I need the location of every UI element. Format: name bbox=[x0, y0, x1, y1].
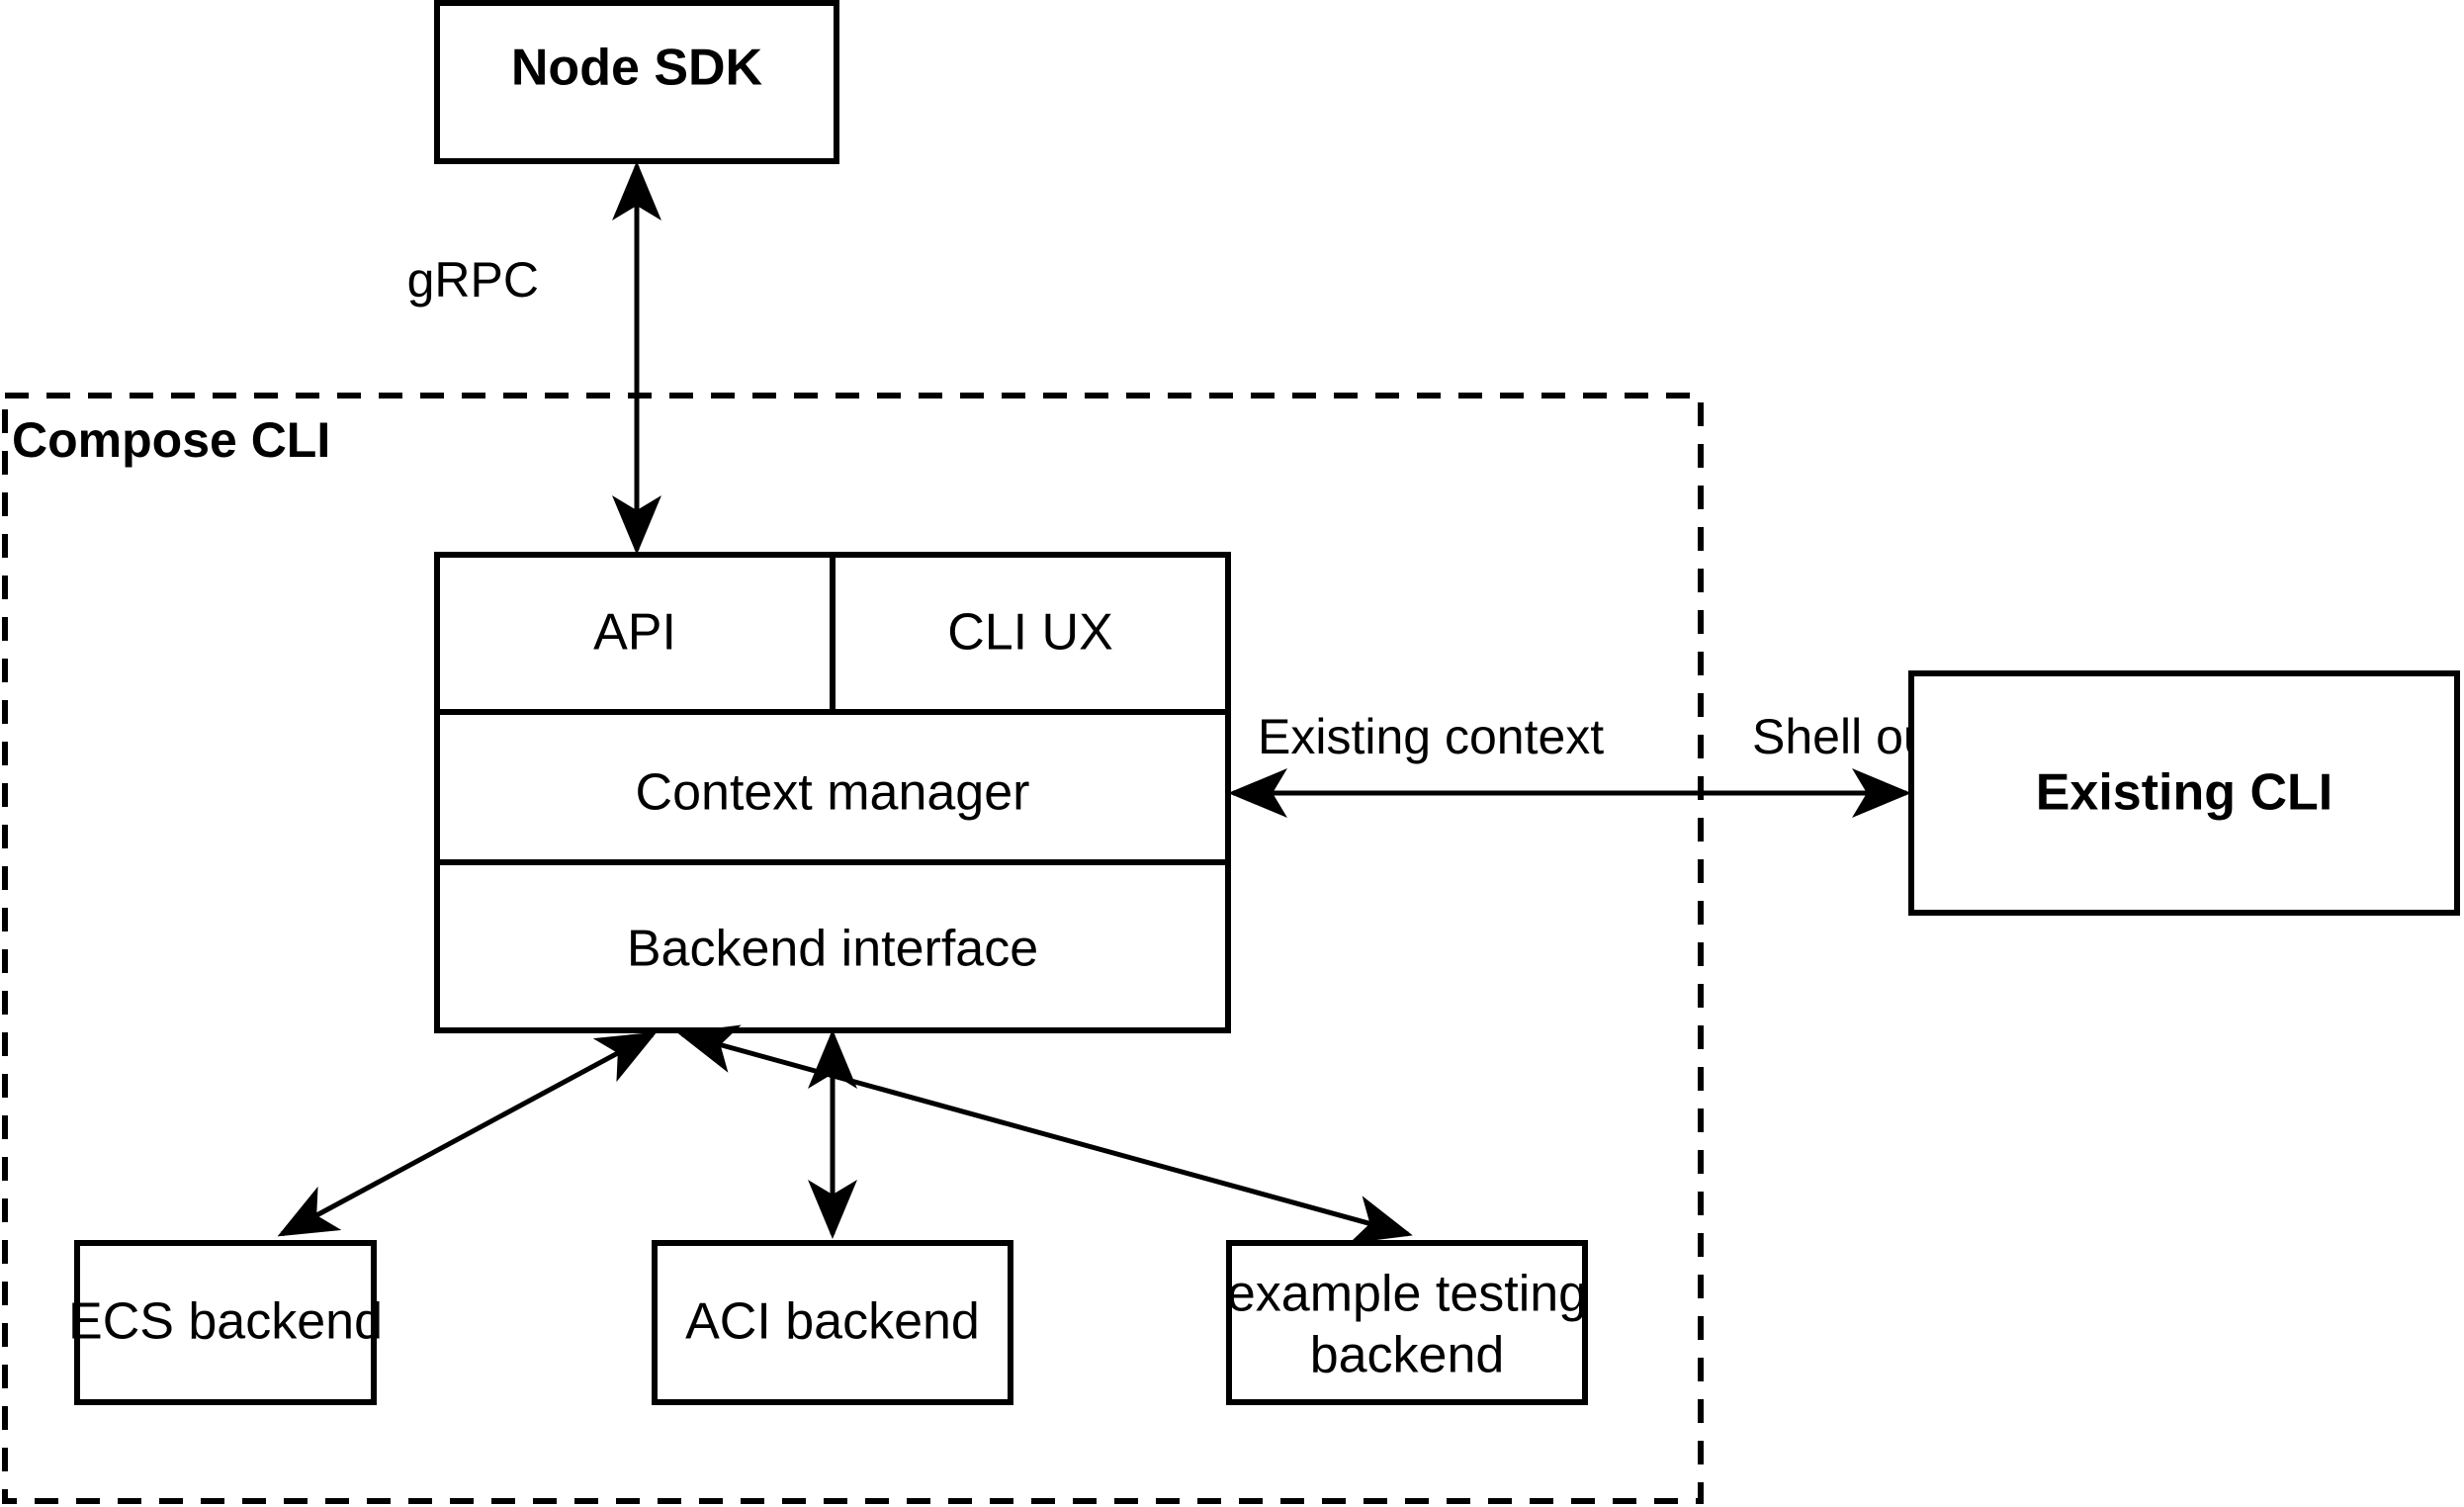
cli-ux-cell-label: CLI UX bbox=[947, 604, 1113, 662]
grpc-edge-label: gRPC bbox=[407, 252, 539, 308]
aci-backend-box[interactable] bbox=[652, 1240, 1013, 1405]
node-sdk-box[interactable] bbox=[434, 0, 839, 164]
backend-to-ecs-connector bbox=[277, 1031, 658, 1237]
example-testing-backend-label-line1: example testing bbox=[1227, 1266, 1587, 1323]
existing-cli-box[interactable] bbox=[1908, 670, 2460, 916]
example-testing-backend-label-line2: backend bbox=[1310, 1327, 1505, 1384]
node-sdk-label: Node SDK bbox=[511, 40, 763, 97]
api-cell-label: API bbox=[593, 604, 676, 662]
context-manager-cell-label: Context manager bbox=[636, 764, 1030, 822]
existing-context-edge-label: Existing context bbox=[1258, 709, 1604, 764]
aci-backend-label: ACI backend bbox=[685, 1293, 980, 1351]
ecs-backend-box[interactable] bbox=[74, 1240, 377, 1405]
backend-to-example-connector bbox=[677, 1024, 1413, 1244]
compose-cli-group bbox=[2, 393, 1704, 1504]
ecs-backend-label: ECS backend bbox=[68, 1293, 383, 1351]
compose-cli-group-label: Compose CLI bbox=[12, 412, 330, 468]
example-testing-backend-box[interactable] bbox=[1226, 1240, 1588, 1405]
existing-cli-label: Existing CLI bbox=[2036, 764, 2332, 822]
backend-interface-cell-label: Backend interface bbox=[627, 921, 1038, 978]
